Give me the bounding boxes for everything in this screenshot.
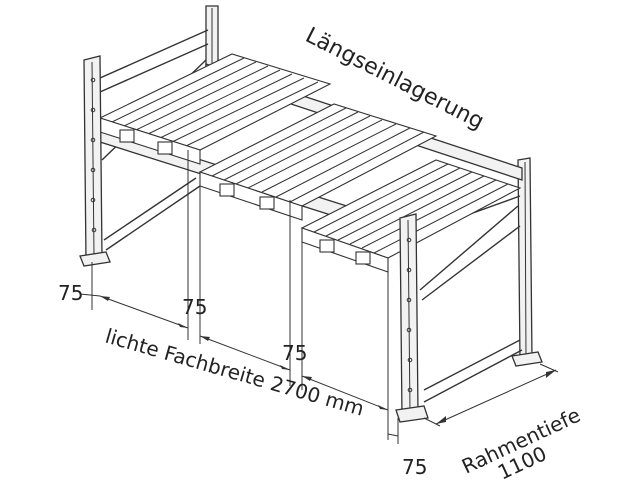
back-right-upright <box>511 157 543 367</box>
pallet-left <box>98 53 332 165</box>
gap-right-label: 75 <box>402 455 427 479</box>
width-dimension-lines <box>79 150 399 444</box>
pallet-middle <box>198 103 438 221</box>
gap-2-label: 75 <box>282 341 307 365</box>
clear-width-label: lichte Fachbreite 2700 mm <box>103 324 367 421</box>
front-right-upright <box>395 213 429 423</box>
gap-1-label: 75 <box>182 295 207 319</box>
pallet-right <box>300 159 522 273</box>
depth-dimension-lines <box>423 363 559 427</box>
front-left-upright <box>79 55 111 267</box>
gap-left-label: 75 <box>58 281 83 305</box>
